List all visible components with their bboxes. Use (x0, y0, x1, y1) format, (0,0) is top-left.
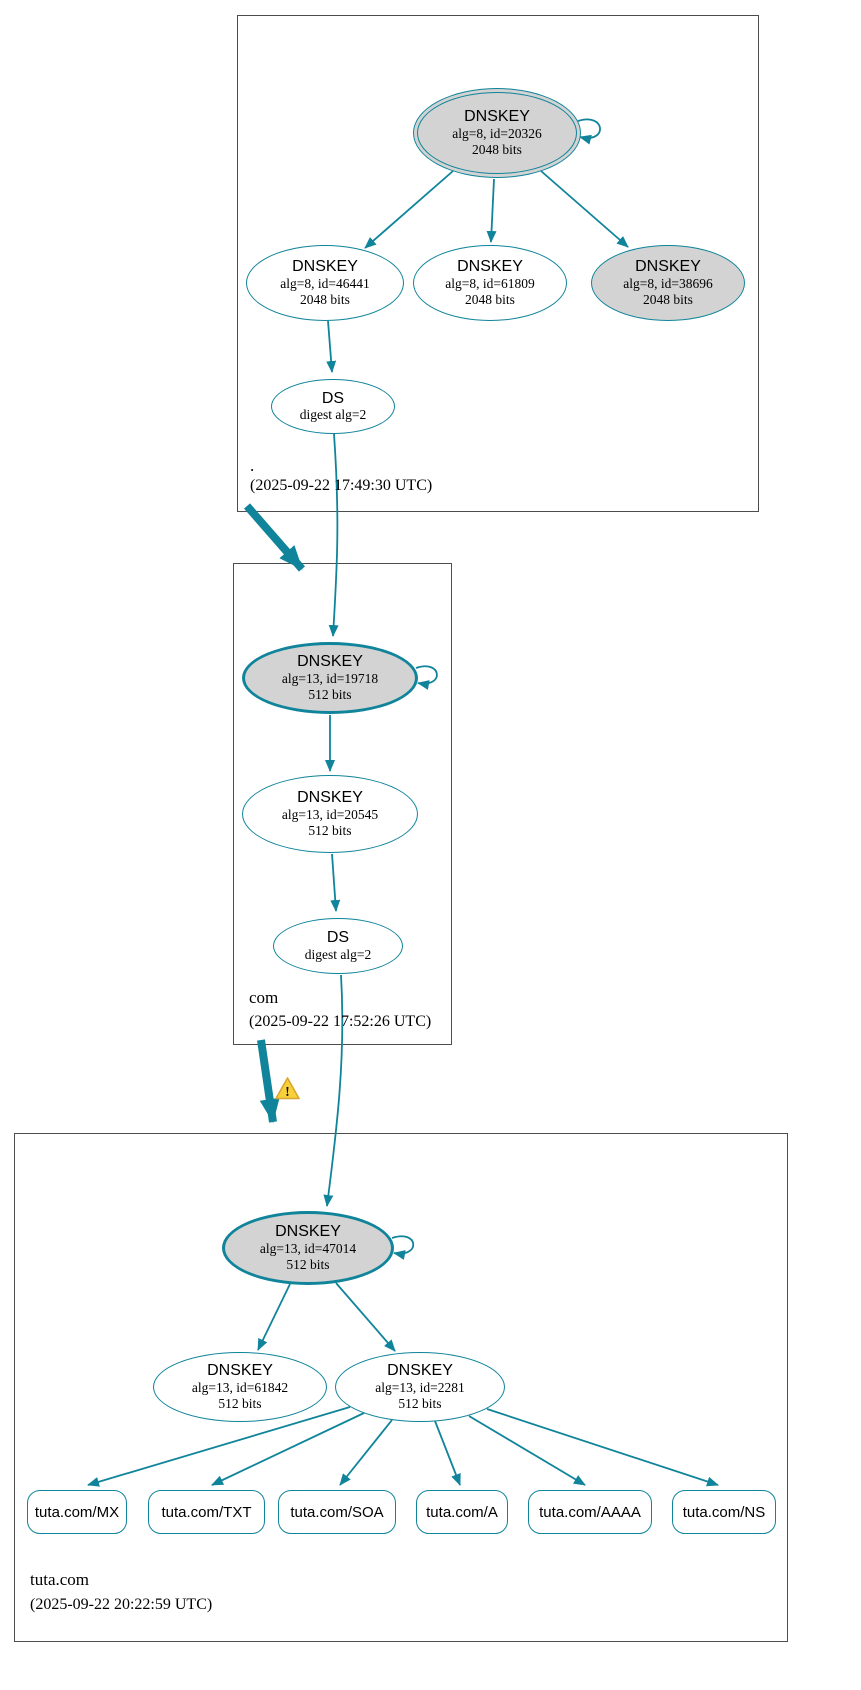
node-alg: alg=8, id=46441 (280, 275, 370, 291)
zone-timestamp-root: (2025-09-22 17:49:30 UTC) (250, 477, 433, 494)
node-digest: digest alg=2 (299, 407, 367, 423)
rrset-label: tuta.com/NS (682, 1503, 766, 1521)
dnskey-node-root-61809[interactable]: DNSKEY alg=8, id=61809 2048 bits (413, 245, 567, 321)
dnskey-node-com-20545[interactable]: DNSKEY alg=13, id=20545 512 bits (242, 775, 418, 853)
zone-timestamp-com: (2025-09-22 17:52:26 UTC) (249, 1013, 432, 1030)
delegation-arrow-com-to-tuta (257, 1039, 280, 1123)
node-bits: 512 bits (218, 1395, 262, 1411)
node-title: DS (321, 389, 345, 407)
ds-node-com[interactable]: DS digest alg=2 (273, 918, 403, 974)
dnskey-node-tuta-2281[interactable]: DNSKEY alg=13, id=2281 512 bits (335, 1352, 505, 1422)
warning-triangle (275, 1077, 300, 1100)
node-bits: 2048 bits (300, 291, 350, 307)
node-bits: 2048 bits (465, 291, 515, 307)
delegation-arrow-root-to-com (243, 503, 306, 572)
rrset-label: tuta.com/AAAA (539, 1503, 641, 1521)
node-bits: 512 bits (398, 1395, 442, 1411)
node-bits: 2048 bits (472, 141, 522, 157)
dnskey-node-tuta-ksk-47014[interactable]: DNSKEY alg=13, id=47014 512 bits (222, 1211, 394, 1285)
node-title: DNSKEY (292, 258, 358, 276)
rrset-node-soa[interactable]: tuta.com/SOA (278, 1490, 396, 1534)
node-alg: alg=8, id=38696 (623, 275, 713, 291)
node-bits: 512 bits (286, 1256, 330, 1272)
rrset-node-txt[interactable]: tuta.com/TXT (148, 1490, 265, 1534)
node-title: DNSKEY (457, 258, 523, 276)
node-bits: 2048 bits (643, 291, 693, 307)
rrset-label: tuta.com/A (426, 1503, 498, 1521)
node-bits: 512 bits (308, 822, 352, 838)
node-bits: 512 bits (308, 686, 352, 702)
node-title: DNSKEY (387, 1362, 453, 1380)
node-digest: digest alg=2 (304, 946, 372, 962)
rrset-node-mx[interactable]: tuta.com/MX (27, 1490, 127, 1534)
node-alg: alg=13, id=2281 (375, 1379, 465, 1395)
node-title: DNSKEY (297, 789, 363, 807)
node-title: DNSKEY (275, 1223, 341, 1241)
node-alg: alg=13, id=47014 (259, 1240, 357, 1256)
zone-label-tuta: tuta.com (30, 1570, 90, 1589)
zone-label-com: com (249, 988, 279, 1007)
node-alg: alg=13, id=19718 (281, 670, 379, 686)
dnskey-node-root-38696[interactable]: DNSKEY alg=8, id=38696 2048 bits (591, 245, 745, 321)
warning-icon[interactable]: ! (274, 1076, 301, 1101)
dnskey-node-com-ksk-19718[interactable]: DNSKEY alg=13, id=19718 512 bits (242, 642, 418, 714)
node-alg: alg=13, id=61842 (191, 1379, 289, 1395)
dnskey-node-root-46441[interactable]: DNSKEY alg=8, id=46441 2048 bits (246, 245, 404, 321)
dnskey-node-root-ksk-20326[interactable]: DNSKEY alg=8, id=20326 2048 bits (413, 88, 581, 178)
zone-box-tuta (14, 1133, 788, 1642)
zone-box-root (237, 15, 759, 512)
rrset-label: tuta.com/SOA (290, 1503, 384, 1521)
ds-node-root[interactable]: DS digest alg=2 (271, 379, 395, 434)
node-title: DNSKEY (297, 653, 363, 671)
node-title: DNSKEY (464, 108, 530, 126)
rrset-node-a[interactable]: tuta.com/A (416, 1490, 508, 1534)
node-title: DS (326, 929, 350, 947)
node-alg: alg=8, id=20326 (452, 125, 542, 141)
warning-symbol: ! (285, 1085, 290, 1100)
node-title: DNSKEY (207, 1362, 273, 1380)
rrset-node-aaaa[interactable]: tuta.com/AAAA (528, 1490, 652, 1534)
node-title: DNSKEY (635, 258, 701, 276)
rrset-label: tuta.com/TXT (161, 1503, 252, 1521)
rrset-node-ns[interactable]: tuta.com/NS (672, 1490, 776, 1534)
zone-timestamp-tuta: (2025-09-22 20:22:59 UTC) (30, 1596, 213, 1613)
dnskey-node-tuta-61842[interactable]: DNSKEY alg=13, id=61842 512 bits (153, 1352, 327, 1422)
rrset-label: tuta.com/MX (34, 1503, 120, 1521)
node-alg: alg=8, id=61809 (445, 275, 535, 291)
zone-label-root: . (250, 456, 255, 475)
node-alg: alg=13, id=20545 (281, 806, 379, 822)
